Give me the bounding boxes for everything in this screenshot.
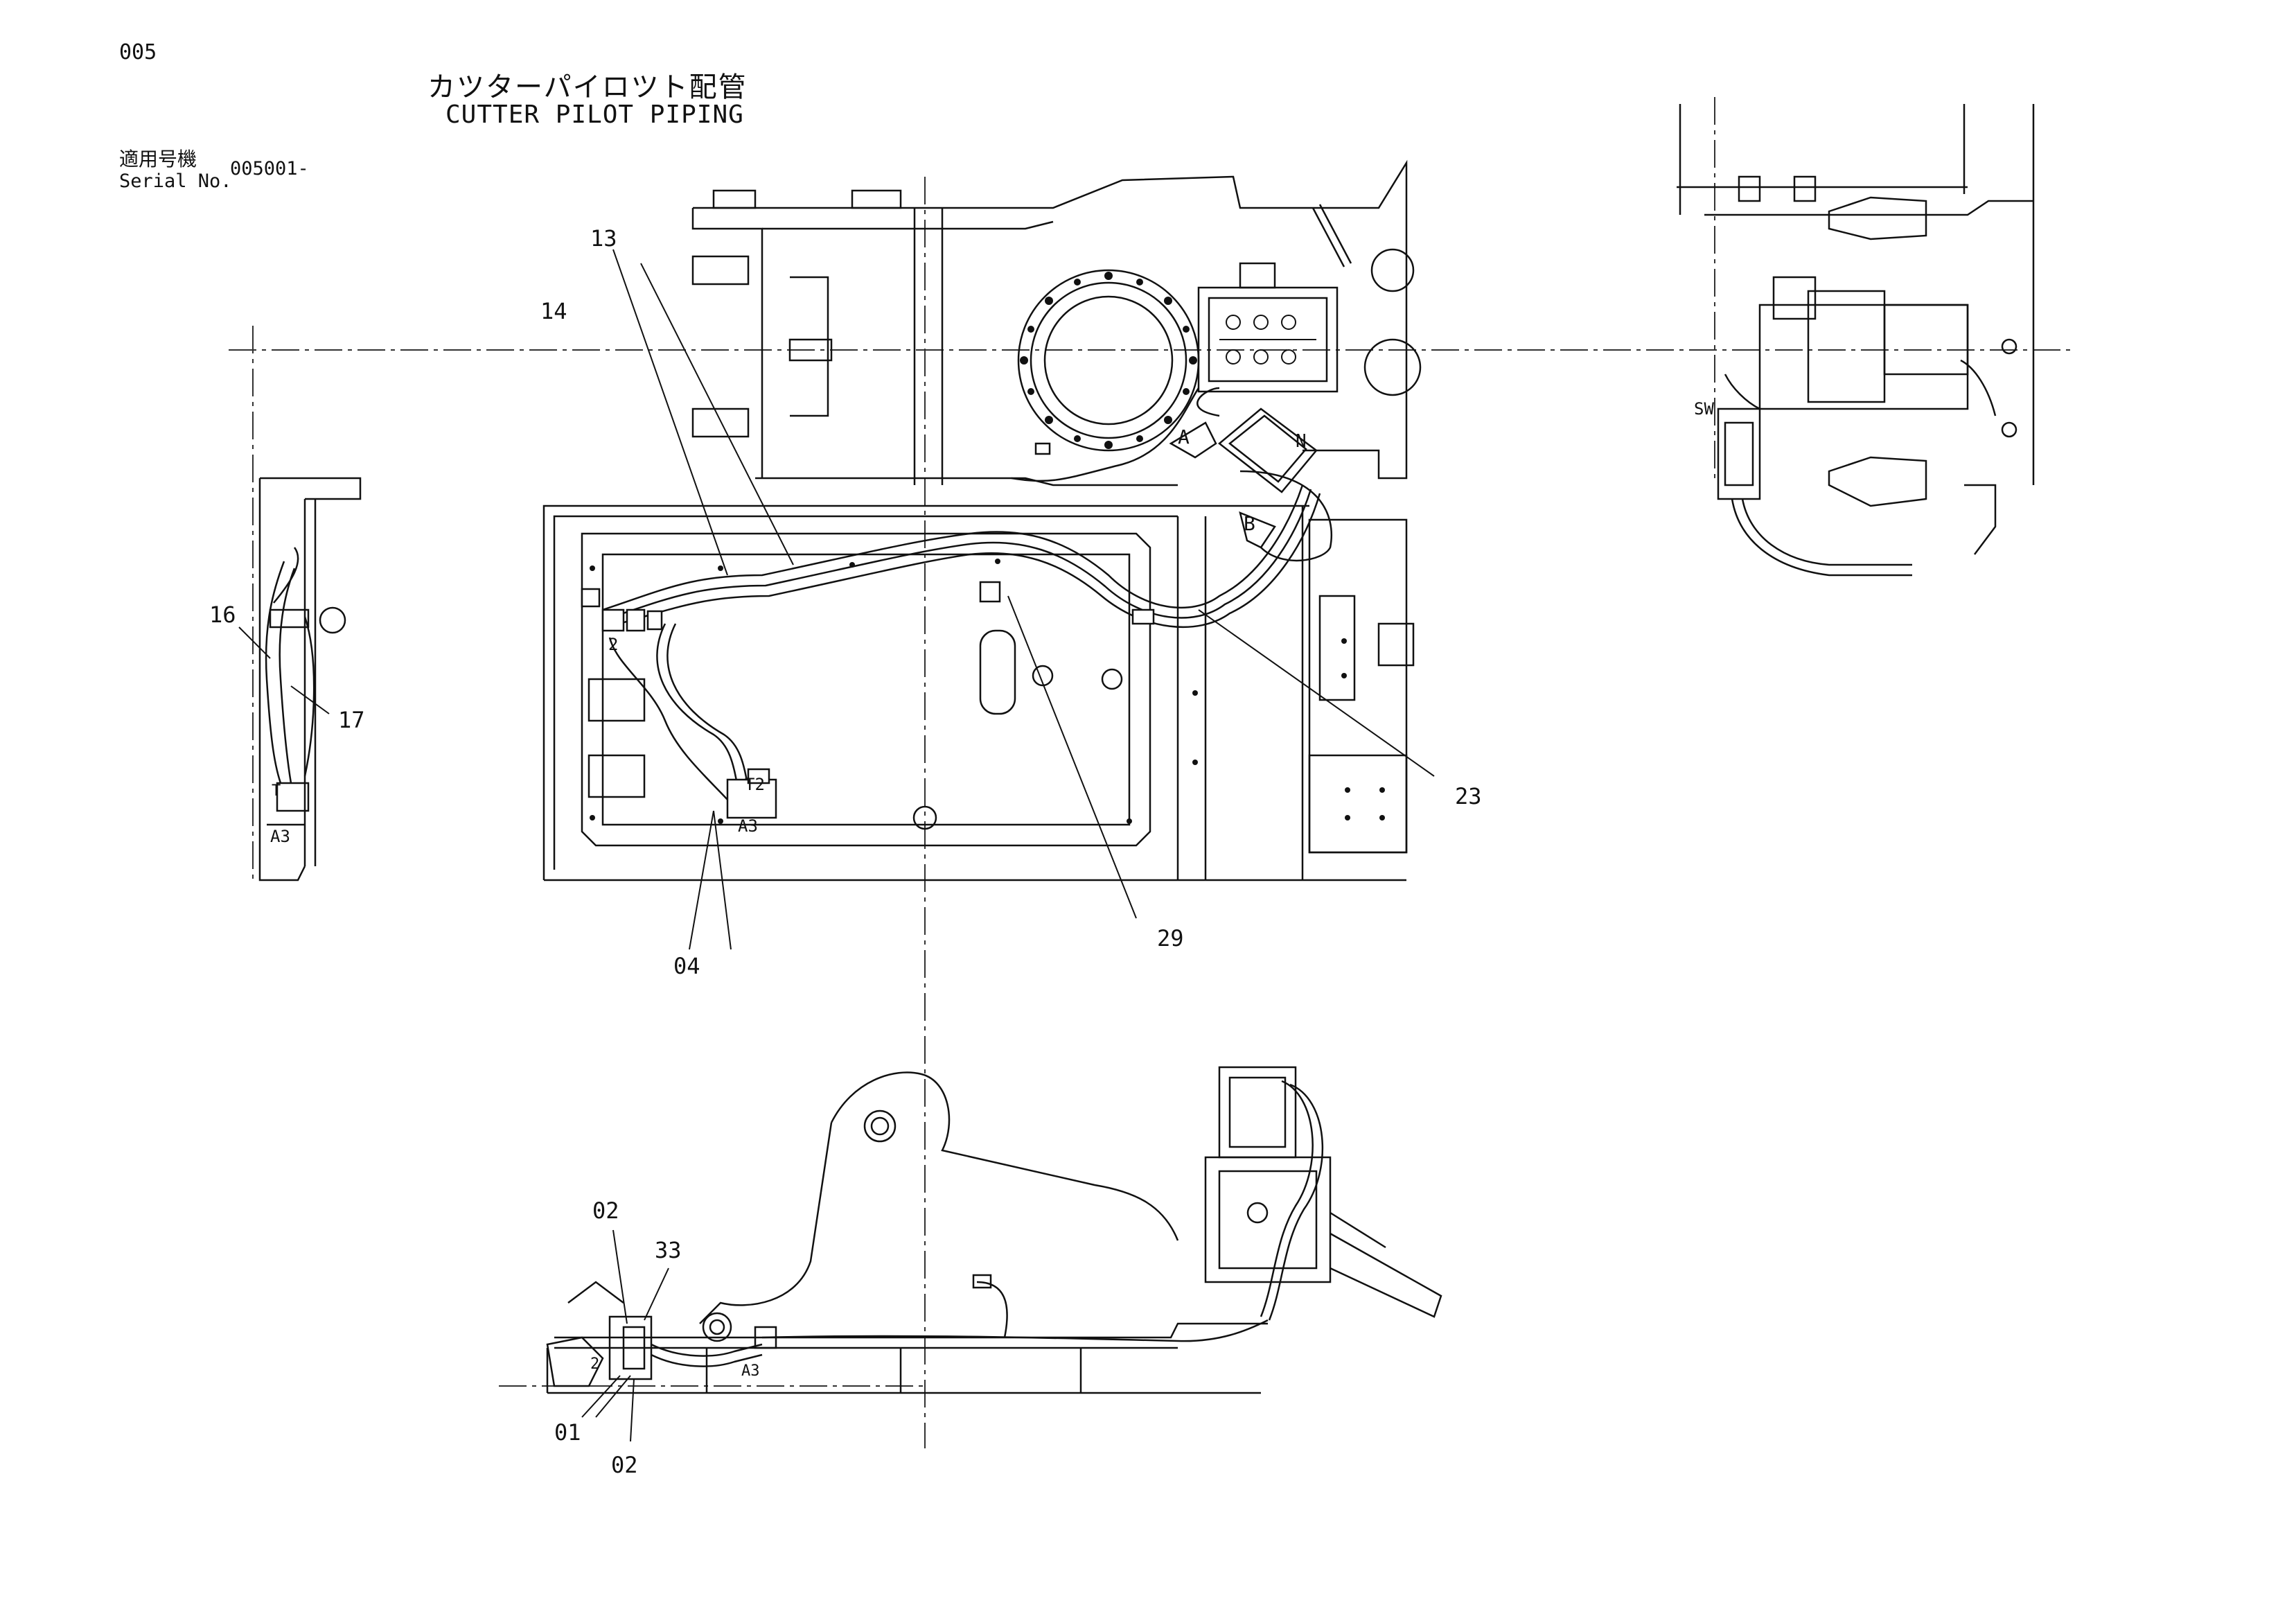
callout-02-bottom: 02 xyxy=(611,1452,638,1478)
callout-04: 04 xyxy=(673,953,700,979)
port-label-2: 2 xyxy=(608,635,618,654)
callout-02-top: 02 xyxy=(592,1197,619,1224)
left-side-view xyxy=(258,477,362,881)
title-english: CUTTER PILOT PIPING xyxy=(445,100,744,129)
plan-view xyxy=(542,159,1422,881)
callout-23: 23 xyxy=(1455,783,1482,809)
serial-label-japanese: 適用号機 xyxy=(119,148,197,170)
callout-13: 13 xyxy=(590,225,617,252)
bottom-leaders xyxy=(581,1229,669,1442)
callout-14: 14 xyxy=(540,298,567,324)
view-label-a: A xyxy=(1178,426,1190,448)
view-arrows xyxy=(1169,421,1276,549)
bottom-side-view xyxy=(546,1066,1442,1394)
callout-17: 17 xyxy=(338,707,365,733)
left-side-leaders xyxy=(238,626,330,714)
callout-33: 33 xyxy=(655,1237,682,1263)
serial-number-value: 005001- xyxy=(230,158,309,179)
page-number: 005 xyxy=(119,40,157,64)
port-label-sw: SW xyxy=(1694,399,1714,419)
serial-label-english: Serial No. xyxy=(119,170,232,192)
right-detail-view xyxy=(1677,104,2035,577)
title-japanese: カツターパイロツト配管 xyxy=(427,71,748,103)
callout-29: 29 xyxy=(1157,925,1184,951)
view-label-b: B xyxy=(1244,512,1255,535)
plan-fittings xyxy=(581,442,1155,819)
center-lines xyxy=(229,97,2072,1448)
port-label-a3-bottom: A3 xyxy=(741,1362,760,1380)
callout-16: 16 xyxy=(209,602,236,628)
callout-01: 01 xyxy=(554,1419,581,1446)
port-label-a3-side: A3 xyxy=(270,827,290,846)
port-label-t-side: T xyxy=(272,782,281,800)
port-label-t2: T2 xyxy=(745,775,765,794)
port-label-2-bottom: 2 xyxy=(590,1356,599,1373)
leader-lines xyxy=(612,249,1435,950)
port-label-n: N xyxy=(1296,431,1307,452)
port-label-a3-plan: A3 xyxy=(738,816,758,836)
plan-hoses xyxy=(602,387,1333,808)
